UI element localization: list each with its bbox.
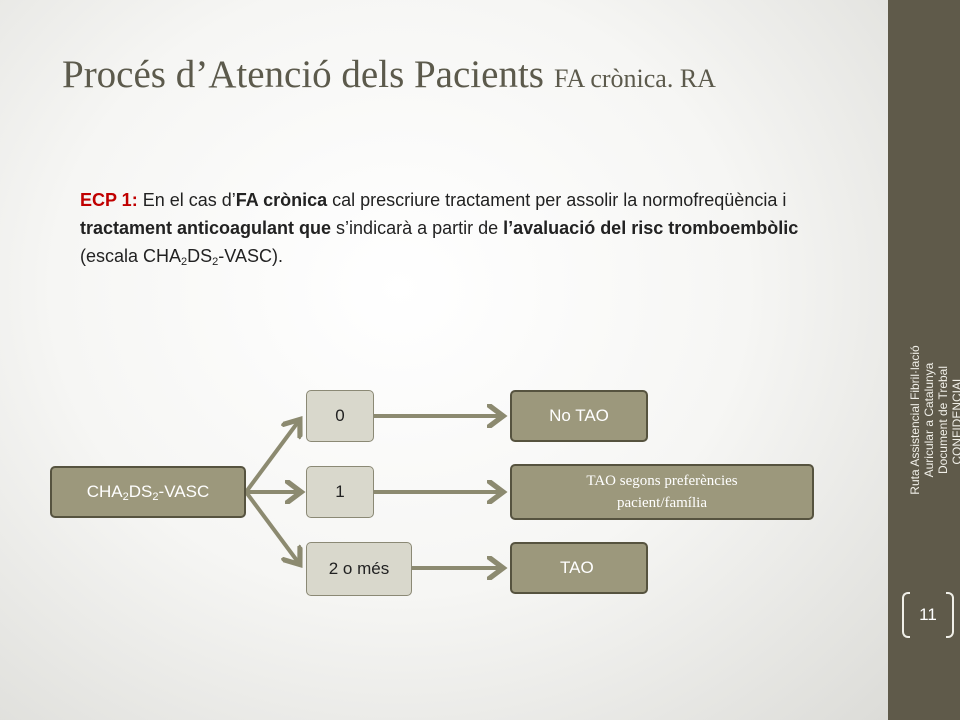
title-main: Procés d’Atenció dels Pacients <box>62 53 544 96</box>
ecp-text-2: cal prescriure tractament per assolir la… <box>327 190 787 210</box>
score-1-box: 1 <box>306 466 374 518</box>
ecp-text-1: En el cas d’ <box>137 190 236 210</box>
sidebar <box>888 0 960 720</box>
ecp-bold-3: l’avaluació del risc tromboembòlic <box>503 218 799 238</box>
outcome-tao-preferences-label: TAO segons preferències pacient/família <box>586 473 738 511</box>
ecp-text-3: s’indicarà a partir de <box>331 218 504 238</box>
title-sub: FA crònica. RA <box>553 64 716 93</box>
outcome-tao-box: TAO <box>510 542 648 594</box>
root-label: CHA2DS2-VASC <box>86 482 210 503</box>
right-bracket-icon <box>946 592 954 638</box>
sidebar-vertical-text: Ruta Assistencial Fibril·lació Auricular… <box>908 345 960 494</box>
slide-background <box>0 0 888 720</box>
ecp-label: ECP 1: <box>80 190 138 210</box>
cha2ds2-vasc-box: CHA2DS2-VASC <box>50 466 246 518</box>
ecp-bold-2: tractament anticoagulant que <box>80 218 332 238</box>
outcome-tao-preferences-box: TAO segons preferències pacient/família <box>510 464 814 520</box>
slide-title: Procés d’Atenció dels Pacients FA crònica… <box>62 52 716 97</box>
vertical-line-2: Auricular a Catalunya <box>922 362 936 478</box>
arrow-root-to-score-0 <box>244 422 298 494</box>
ecp-sub-1: 2 <box>181 256 188 268</box>
left-bracket-icon <box>902 592 910 638</box>
ecp-paragraph: ECP 1: En el cas d’FA crònica cal prescr… <box>80 186 800 270</box>
ecp-text-4: (escala CHA <box>80 246 182 266</box>
vertical-line-3: Document de Trebal <box>936 365 950 475</box>
outcome-no-tao-box: No TAO <box>510 390 648 442</box>
ecp-text-6: -VASC). <box>218 246 283 266</box>
score-2-plus-box: 2 o més <box>306 542 412 596</box>
ecp-sub-2: 2 <box>212 256 219 268</box>
ecp-text-5: DS <box>187 246 213 266</box>
arrow-root-to-score-2 <box>244 490 298 562</box>
ecp-bold-1: FA crònica <box>235 190 328 210</box>
vertical-line-1: Ruta Assistencial Fibril·lació <box>908 345 922 495</box>
flow-arrows <box>244 0 888 720</box>
page-number-container: 11 <box>902 592 954 638</box>
vertical-line-4: CONFIDENCIAL <box>950 375 960 465</box>
page-number: 11 <box>919 605 937 624</box>
score-0-box: 0 <box>306 390 374 442</box>
